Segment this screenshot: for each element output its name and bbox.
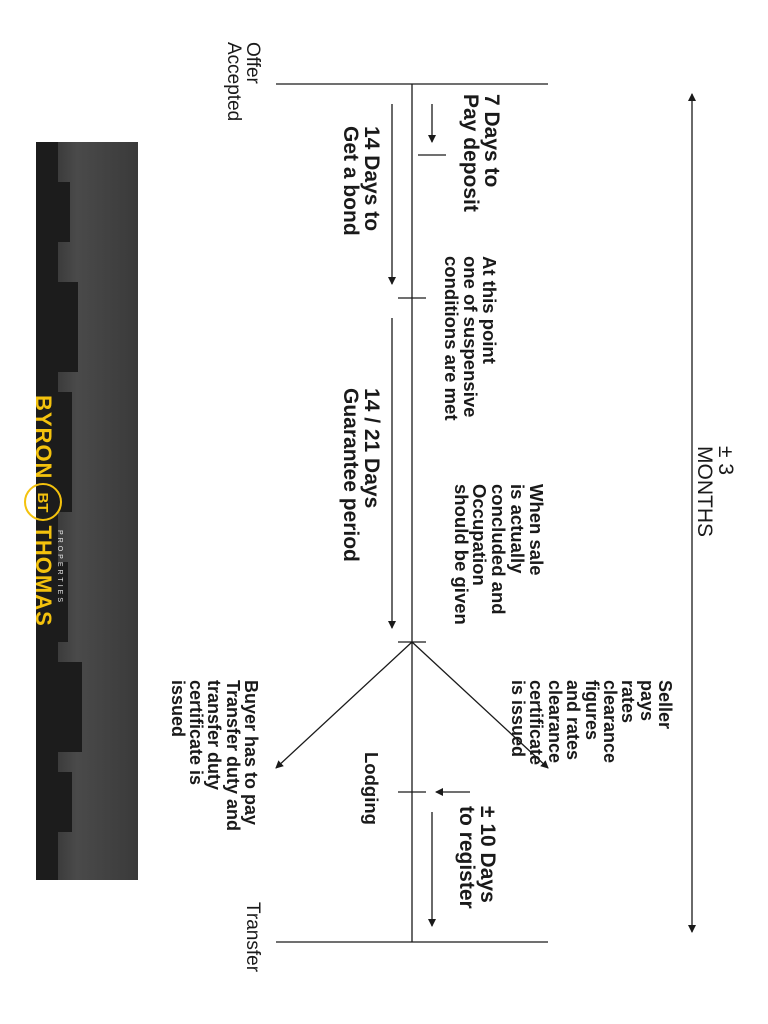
brand-banner [36,142,138,880]
brand-subtitle: PROPERTIES [56,530,63,605]
brand-left-word: BYRON [31,395,56,480]
skyline-block [58,662,82,752]
guarantee-label: 14 / 21 Days Guarantee period [338,388,383,562]
skyline-block [58,772,72,832]
skyline-block [58,562,68,642]
buyer-pays-label: Buyer has to pay Transfer duty and trans… [167,680,261,832]
ten-days-label: ± 10 Days to register [454,806,499,909]
skyline-block [36,142,58,880]
skyline-block [58,182,70,242]
offer-accepted-label: Offer Accepted [222,42,263,122]
transfer-label: Transfer [242,902,263,973]
buyer-branch-arrow [275,641,413,769]
seller-pays-label: Seller pays rates clearance figures and … [508,680,675,766]
suspensive-label: At this point one of suspensive conditio… [441,256,500,421]
brand-right-word: THOMAS [31,525,56,627]
skyline-block [58,282,78,372]
lodging-label: Lodging [361,752,382,825]
skyline-block [58,392,72,512]
get-bond-label: 14 Days to Get a bond [338,126,383,236]
seller-branch-arrow [411,641,549,769]
sale-concluded-label: When sale is actually concluded and Occu… [450,484,547,625]
three-months-label: ± 3 MONTHS [692,446,737,537]
brand-monogram: BT [24,483,62,522]
pay-deposit-label: 7 Days to Pay deposit [458,94,503,212]
